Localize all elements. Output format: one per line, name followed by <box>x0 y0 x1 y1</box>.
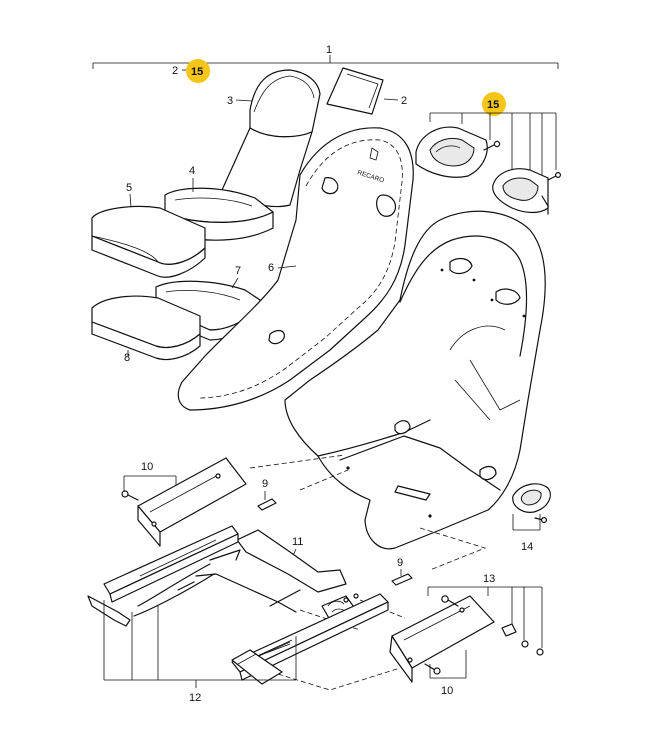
belt-guide-upper <box>415 126 501 178</box>
shell-cover: RECARO <box>177 127 414 411</box>
grommet <box>512 483 551 531</box>
callout-13: 13 <box>483 573 495 585</box>
belt-guide-bracket <box>429 112 557 200</box>
callout-12: 12 <box>189 692 201 704</box>
callout-15-top: 15 <box>191 66 203 78</box>
callout-4: 4 <box>189 165 195 177</box>
callout-11: 11 <box>292 536 303 548</box>
callout-15-belt: 15 <box>487 99 499 111</box>
belt-guide-lower <box>492 168 561 215</box>
rail-bracket-frame <box>103 600 297 688</box>
seat-pad-upper <box>91 205 206 278</box>
callout-10-left: 10 <box>141 461 153 473</box>
highlight-marker-belt <box>482 92 506 116</box>
callout-1: 1 <box>326 44 332 56</box>
left-bracket <box>121 457 247 547</box>
rail-assembly <box>87 525 389 685</box>
callout-9-left: 9 <box>262 478 268 490</box>
callout-3: 3 <box>227 95 233 107</box>
right-bracket-frame <box>429 650 467 679</box>
callout-10-right: 10 <box>441 685 453 697</box>
backrest-pad <box>221 69 321 208</box>
highlight-marker-top <box>186 59 210 83</box>
callout-2-ref: 2 <box>172 65 178 77</box>
side-plate <box>389 595 544 683</box>
clip-right <box>391 573 413 586</box>
callout-5: 5 <box>126 182 132 194</box>
callout-2: 2 <box>401 95 407 107</box>
bucket-shell <box>284 210 546 550</box>
callout-14: 14 <box>521 541 533 553</box>
assembly-bracket <box>92 55 559 69</box>
callout-8: 8 <box>124 352 130 364</box>
seat-pad-lower <box>91 295 201 361</box>
callout-6: 6 <box>268 262 274 274</box>
callout-7: 7 <box>235 265 241 277</box>
clip-left <box>257 498 277 511</box>
callout-9-right: 9 <box>397 557 403 569</box>
side-plate-frame <box>427 586 543 648</box>
small-top-cushion <box>326 67 384 115</box>
